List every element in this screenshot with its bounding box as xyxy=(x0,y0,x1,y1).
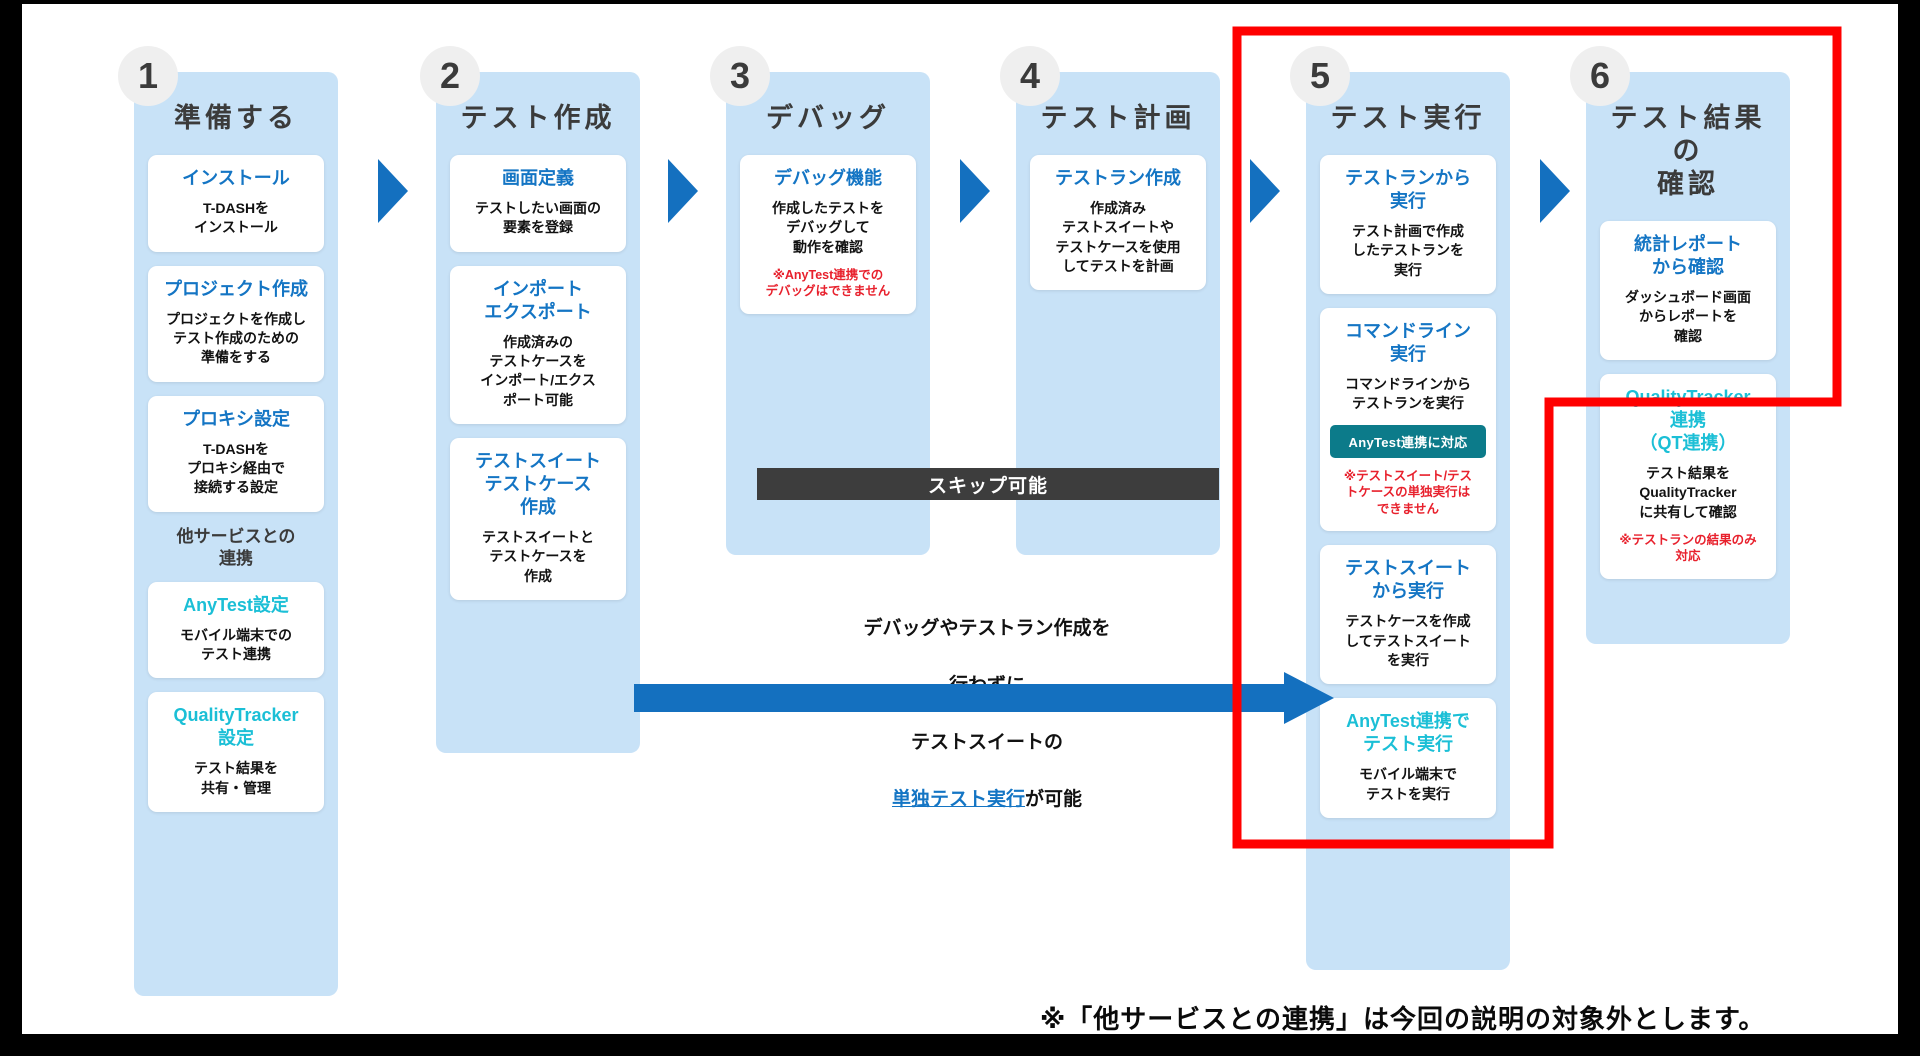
card-desc: モバイル端末で テストを実行 xyxy=(1359,766,1457,802)
arrow-5-to-6-icon xyxy=(1540,159,1570,223)
step-badge-5: 5 xyxy=(1290,46,1350,106)
card-desc: T-DASHを プロキシ経由で 接続する設定 xyxy=(187,440,285,496)
step-badge-2: 2 xyxy=(420,46,480,106)
card-desc: 作成済み テストスイートや テストケースを使用 してテストを計画 xyxy=(1055,199,1181,274)
card-debug-feature[interactable]: デバッグ機能 作成したテストを デバッグして 動作を確認 ※AnyTest連携で… xyxy=(740,154,916,314)
card-title: デバッグ機能 xyxy=(774,167,882,188)
card-title: AnyTest設定 xyxy=(183,594,289,615)
arrow-1-to-2-icon xyxy=(378,159,408,223)
center-note-line-1: デバッグやテストラン作成を xyxy=(863,617,1111,639)
column-1-title: 準備する xyxy=(174,103,298,133)
long-arrow-icon xyxy=(634,672,1334,724)
card-statistics-report[interactable]: 統計レポート から確認 ダッシュボード画面 からレポートを 確認 xyxy=(1600,220,1776,360)
card-title: QualityTracker 設定 xyxy=(173,705,299,749)
center-note-link[interactable]: 単独テスト実行 xyxy=(891,788,1025,810)
column-6-title: テスト結果の 確認 xyxy=(1610,103,1766,199)
card-testsuite-testcase-create[interactable]: テストスイート テストケース 作成 テストスイートと テストケースを 作成 xyxy=(450,437,626,600)
card-install[interactable]: インストール T-DASHを インストール xyxy=(148,154,324,252)
card-desc: プロジェクトを作成し テスト作成のための 準備をする xyxy=(166,310,306,366)
card-commandline-run[interactable]: コマンドライン 実行 コマンドラインから テストランを実行 AnyTest連携に… xyxy=(1320,307,1496,532)
card-run-from-testsuite[interactable]: テストスイート から実行 テストケースを作成 してテストスイート を実行 xyxy=(1320,545,1496,685)
card-proxy-setting[interactable]: プロキシ設定 T-DASHを プロキシ経由で 接続する設定 xyxy=(148,395,324,512)
card-desc: テスト結果を QualityTracker に共有して確認 xyxy=(1639,464,1737,520)
card-title: AnyTest連携で テスト実行 xyxy=(1346,711,1470,755)
card-title: テストスイート テストケース 作成 xyxy=(475,450,601,517)
card-title: QualityTracker 連携 （QT連携） xyxy=(1625,386,1751,453)
column-2-title: テスト作成 xyxy=(460,103,616,133)
card-desc: 作成したテストを デバッグして 動作を確認 xyxy=(772,199,884,255)
card-title: コマンドライン 実行 xyxy=(1345,320,1471,364)
card-desc: テストスイートと テストケースを 作成 xyxy=(482,529,594,584)
card-title: プロジェクト作成 xyxy=(164,278,308,299)
card-title: 画面定義 xyxy=(502,167,574,188)
long-arrow-testsuite-to-run xyxy=(634,672,1334,724)
card-title: テストスイート から実行 xyxy=(1345,558,1471,602)
center-note-tail: が可能 xyxy=(1025,788,1083,810)
card-desc: コマンドラインから テストランを実行 xyxy=(1345,376,1471,412)
card-title: インポート エクスポート xyxy=(484,278,592,322)
card-title: インストール xyxy=(182,167,290,188)
card-testrun-create[interactable]: テストラン作成 作成済み テストスイートや テストケースを使用 してテストを計画 xyxy=(1030,154,1206,291)
card-desc: テストしたい画面の 要素を登録 xyxy=(475,199,601,236)
center-note: デバッグやテストラン作成を 行わずに テストスイートの 単独テスト実行が可能 xyxy=(722,586,1252,814)
column-3-title: デバッグ xyxy=(766,103,890,133)
center-note-line-3: テストスイートの xyxy=(910,731,1063,753)
card-import-export[interactable]: インポート エクスポート 作成済みの テストケースを インポート/エクス ポート… xyxy=(450,265,626,424)
card-qualitytracker-link[interactable]: QualityTracker 連携 （QT連携） テスト結果を QualityT… xyxy=(1600,373,1776,579)
column-5: テスト実行 テストランから 実行 テスト計画で作成 したテストランを 実行 コマ… xyxy=(1306,72,1510,970)
arrow-2-to-3-icon xyxy=(668,159,698,223)
column-4-title: テスト計画 xyxy=(1040,103,1196,133)
badge-anytest-supported: AnyTest連携に対応 xyxy=(1330,424,1486,458)
step-badge-1: 1 xyxy=(118,46,178,106)
column-2: テスト作成 画面定義 テストしたい画面の 要素を登録 インポート エクスポート … xyxy=(436,72,640,753)
card-note: ※テストランの結果のみ 対応 xyxy=(1619,532,1757,564)
card-note: ※テストスイート/テス トケースの単独実行は できません xyxy=(1343,468,1473,516)
step-badge-3: 3 xyxy=(710,46,770,106)
card-title: テストラン作成 xyxy=(1055,167,1181,188)
skip-banner: スキップ可能 xyxy=(757,468,1219,500)
footnote-text: ※「他サービスとの連携」は今回の説明の対象外とします。 xyxy=(1040,1004,1766,1034)
step-badge-4: 4 xyxy=(1000,46,1060,106)
card-desc: T-DASHを インストール xyxy=(194,199,278,236)
card-desc: ダッシュボード画面 からレポートを 確認 xyxy=(1625,288,1751,344)
card-qualitytracker-setting[interactable]: QualityTracker 設定 テスト結果を 共有・管理 xyxy=(148,692,324,813)
card-desc: テストケースを作成 してテストスイート を実行 xyxy=(1345,613,1471,668)
card-title: テストランから 実行 xyxy=(1345,167,1471,211)
card-run-from-testrun[interactable]: テストランから 実行 テスト計画で作成 したテストランを 実行 xyxy=(1320,154,1496,294)
card-screen-definition[interactable]: 画面定義 テストしたい画面の 要素を登録 xyxy=(450,154,626,252)
column-1: 準備する インストール T-DASHを インストール プロジェクト作成 プロジェ… xyxy=(134,72,338,996)
card-project-create[interactable]: プロジェクト作成 プロジェクトを作成し テスト作成のための 準備をする xyxy=(148,265,324,382)
card-desc: モバイル端末での テスト連携 xyxy=(180,626,292,663)
card-desc: 作成済みの テストケースを インポート/エクス ポート可能 xyxy=(480,333,596,408)
arrow-3-to-4-icon xyxy=(960,159,990,223)
column-6: テスト結果の 確認 統計レポート から確認 ダッシュボード画面 からレポートを … xyxy=(1586,72,1790,644)
card-note: ※AnyTest連携での デバッグはできません xyxy=(765,267,891,299)
card-desc: テスト計画で作成 したテストランを 実行 xyxy=(1352,223,1464,278)
card-desc: テスト結果を 共有・管理 xyxy=(194,760,278,796)
card-title: 統計レポート から確認 xyxy=(1634,233,1742,277)
step-badge-6: 6 xyxy=(1570,46,1630,106)
diagram-canvas: 1 準備する インストール T-DASHを インストール プロジェクト作成 プロ… xyxy=(22,4,1898,1034)
arrow-4-to-5-icon xyxy=(1250,159,1280,223)
card-title: プロキシ設定 xyxy=(182,408,290,429)
card-anytest-run[interactable]: AnyTest連携で テスト実行 モバイル端末で テストを実行 xyxy=(1320,698,1496,818)
group-label-other-services: 他サービスとの 連携 xyxy=(176,526,296,568)
card-anytest-setting[interactable]: AnyTest設定 モバイル端末での テスト連携 xyxy=(148,581,324,679)
